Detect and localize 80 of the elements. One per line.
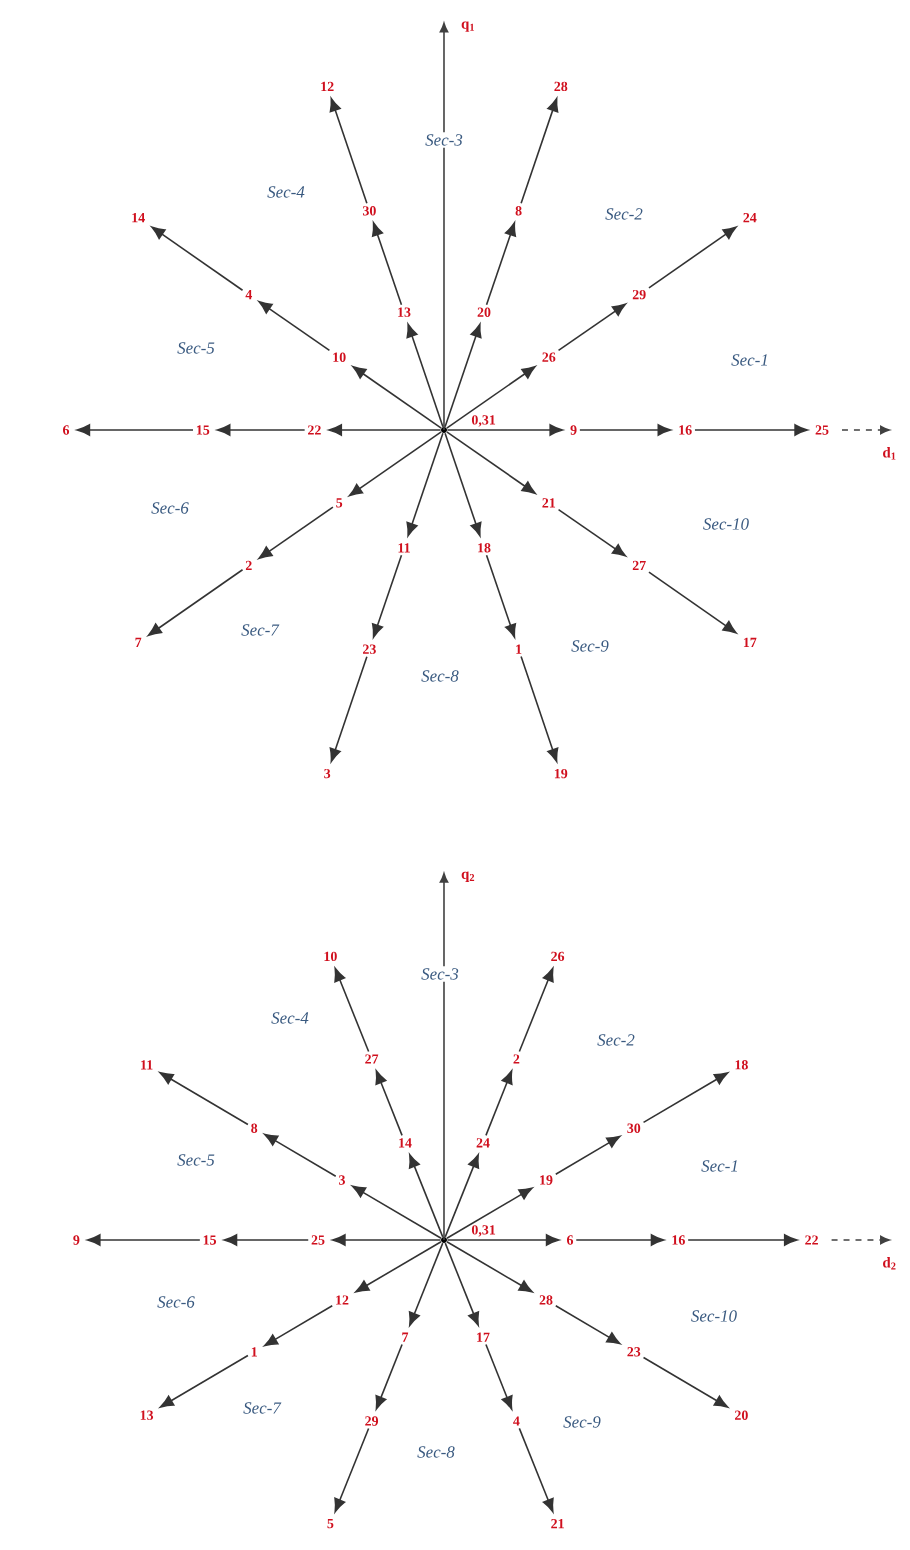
vector-arrow — [216, 424, 306, 436]
vector-arrow — [147, 568, 244, 636]
vector-arrow — [485, 1070, 513, 1137]
vector-arrow — [408, 1154, 444, 1238]
vector-arrow — [642, 1072, 729, 1124]
sector-label: Sec-6 — [149, 500, 191, 516]
vector-arrow — [575, 1234, 665, 1246]
vector-arrow — [520, 97, 559, 205]
vector-arrow — [329, 97, 368, 205]
sector-label: Sec-3 — [423, 132, 465, 148]
vector-arrow — [579, 424, 672, 436]
sector-label: Sec-4 — [265, 184, 307, 200]
vector-arrow — [446, 1187, 533, 1240]
vector-arrow — [446, 424, 564, 436]
vector-arrow — [352, 366, 442, 429]
vector-arrow — [328, 424, 442, 436]
vector-arrow — [334, 967, 370, 1053]
vector-arrow — [446, 1240, 533, 1293]
vector-arrow — [151, 226, 244, 292]
vector-arrow — [375, 1070, 403, 1137]
vector-arrow — [223, 1234, 310, 1246]
sector-label: Sec-7 — [241, 1400, 283, 1416]
vector-arrow — [446, 431, 536, 494]
vector-arrow — [648, 571, 737, 634]
sector-label: Sec-9 — [561, 1414, 603, 1430]
vector-arrow — [554, 1135, 621, 1175]
vector-arrow — [351, 1185, 442, 1240]
vector-arrow — [485, 1343, 513, 1410]
vector-arrow — [86, 1234, 201, 1246]
vector-arrow — [264, 1304, 334, 1347]
vector-arrow — [648, 226, 737, 289]
vector-arrow — [258, 506, 334, 559]
vector-arrow — [444, 432, 482, 537]
vector-arrow — [694, 424, 808, 436]
sector-label: Sec-3 — [419, 966, 461, 982]
vector-arrow — [485, 554, 517, 638]
vector-arrow — [329, 655, 368, 763]
sector-label: Sec-8 — [419, 668, 461, 684]
sector-label: Sec-1 — [729, 352, 771, 368]
vector-arrow — [348, 431, 442, 497]
vector-arrow — [554, 1304, 621, 1345]
vector-arrow — [408, 1242, 444, 1326]
vector-arrow — [557, 508, 627, 557]
vector-arrow — [444, 1242, 480, 1326]
vector-arrow — [406, 323, 444, 428]
sector-label: Sec-6 — [155, 1294, 197, 1310]
sector-label: Sec-8 — [415, 1444, 457, 1460]
vector-arrow — [446, 366, 536, 429]
sector-label: Sec-10 — [700, 516, 751, 532]
sector-label: Sec-1 — [699, 1158, 741, 1174]
vector-arrow — [334, 1427, 370, 1513]
vector-arrow — [159, 1354, 249, 1408]
vector-arrow — [371, 554, 403, 638]
vector-arrow — [446, 1234, 560, 1246]
sector-label: Sec-9 — [569, 638, 611, 654]
vector-arrow — [518, 967, 554, 1053]
sector-label: Sec-4 — [269, 1010, 311, 1026]
sector-label: Sec-7 — [239, 622, 281, 638]
vector-arrow — [371, 222, 403, 306]
vector-arrow — [258, 301, 331, 352]
vector-arrow — [355, 1240, 442, 1293]
vector-arrow — [557, 303, 627, 352]
vector-arrow — [264, 1133, 337, 1178]
vector-arrow — [485, 222, 517, 306]
sector-label: Sec-2 — [595, 1032, 637, 1048]
vector-arrow — [642, 1356, 729, 1408]
vector-arrow — [406, 432, 444, 537]
vector-arrow — [520, 655, 559, 763]
vector-arrow — [332, 1234, 442, 1246]
vector-arrow — [444, 1154, 480, 1238]
vector-arrow — [518, 1427, 554, 1513]
vector-arrow — [444, 323, 482, 428]
vector-arrow — [687, 1234, 798, 1246]
sector-label: Sec-5 — [175, 340, 217, 356]
sector-label: Sec-2 — [603, 206, 645, 222]
vector-arrow — [159, 1072, 249, 1126]
vector-arrow — [375, 1343, 403, 1410]
sector-label: Sec-5 — [175, 1152, 217, 1168]
sector-label: Sec-10 — [688, 1308, 739, 1324]
vector-arrow — [76, 424, 194, 436]
